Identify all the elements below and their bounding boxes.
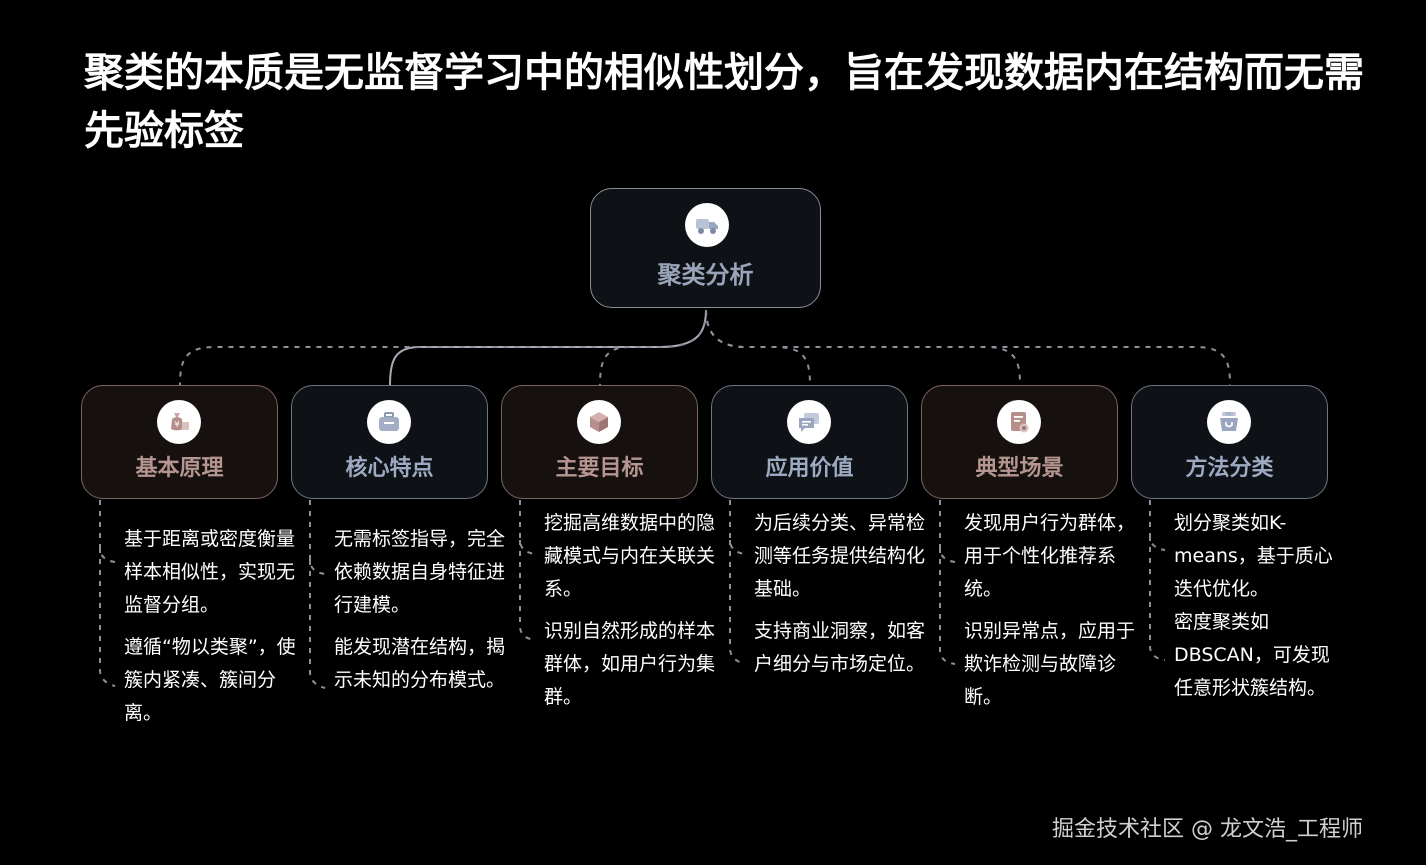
node-core-features: 核心特点	[291, 385, 488, 499]
connector-desc5	[939, 500, 956, 665]
svg-text:000: 000	[1225, 412, 1233, 417]
description-point: 密度聚类如DBSCAN，可发现任意形状簇结构。	[1174, 611, 1330, 699]
node-description: 挖掘高维数据中的隐藏模式与内在关联关系。 识别自然形成的样本群体，如用户行为集群…	[544, 507, 716, 714]
connector-root-node5	[705, 309, 1021, 386]
connector-desc2	[309, 500, 326, 689]
node-method-classification: 000 方法分类	[1131, 385, 1328, 499]
money-bag-icon: ¥	[157, 400, 201, 444]
node-typical-scenarios: 典型场景	[921, 385, 1118, 499]
description-point: 支持商业洞察，如客户细分与市场定位。	[754, 620, 926, 675]
node-label: 基本原理	[135, 456, 224, 481]
description-point: 遵循“物以类聚”，使簇内紧凑、簇间分离。	[124, 636, 296, 724]
svg-text:¥: ¥	[174, 420, 179, 429]
description-point: 发现用户行为群体，用于个性化推荐系统。	[964, 512, 1136, 600]
shop-icon: 000	[1207, 400, 1251, 444]
node-label: 典型场景	[975, 456, 1064, 481]
node-application-value: 应用价值	[711, 385, 908, 499]
connector-root-node1	[179, 309, 707, 386]
root-node: 聚类分析	[590, 188, 821, 308]
node-basic-principle: ¥ 基本原理	[81, 385, 278, 499]
connector-desc4	[729, 500, 746, 665]
document-icon	[997, 400, 1041, 444]
node-label: 方法分类	[1185, 456, 1274, 481]
node-label: 核心特点	[345, 456, 434, 481]
watermark-credit: 掘金技术社区 @ 龙文浩_工程师	[1052, 817, 1363, 842]
root-label: 聚类分析	[657, 261, 754, 289]
description-point: 为后续分类、异常检测等任务提供结构化基础。	[754, 512, 926, 600]
node-description: 发现用户行为群体，用于个性化推荐系统。 识别异常点，应用于欺诈检测与故障诊断。	[964, 507, 1136, 714]
briefcase-icon	[367, 400, 411, 444]
node-label: 应用价值	[765, 456, 854, 481]
page-title: 聚类的本质是无监督学习中的相似性划分，旨在发现数据内在结构而无需先验标签	[84, 50, 1364, 154]
connector-desc6	[1149, 500, 1166, 661]
chat-icon	[787, 400, 831, 444]
node-description: 为后续分类、异常检测等任务提供结构化基础。 支持商业洞察，如客户细分与市场定位。	[754, 507, 926, 681]
connector-desc1	[99, 500, 116, 687]
connector-root-node4	[705, 309, 811, 386]
description-point: 识别异常点，应用于欺诈检测与故障诊断。	[964, 620, 1136, 708]
node-description: 无需标签指导，完全依赖数据自身特征进行建模。 能发现潜在结构，揭示未知的分布模式…	[334, 523, 506, 697]
description-point: 基于距离或密度衡量样本相似性，实现无监督分组。	[124, 528, 296, 616]
description-point: 挖掘高维数据中的隐藏模式与内在关联关系。	[544, 512, 716, 600]
truck-icon	[685, 203, 729, 247]
node-description: 基于距离或密度衡量样本相似性，实现无监督分组。 遵循“物以类聚”，使簇内紧凑、簇…	[124, 523, 296, 730]
description-point: 能发现潜在结构，揭示未知的分布模式。	[334, 636, 506, 691]
node-label: 主要目标	[555, 456, 644, 481]
connector-desc3	[519, 500, 536, 641]
description-point: 无需标签指导，完全依赖数据自身特征进行建模。	[334, 528, 506, 616]
description-point: 划分聚类如K-means，基于质心迭代优化。	[1174, 512, 1333, 600]
node-description: 划分聚类如K-means，基于质心迭代优化。 密度聚类如DBSCAN，可发现任意…	[1174, 507, 1346, 705]
description-point: 识别自然形成的样本群体，如用户行为集群。	[544, 620, 716, 708]
node-main-goal: 主要目标	[501, 385, 698, 499]
connector-root-node6	[705, 309, 1231, 386]
cube-icon	[577, 400, 621, 444]
connector-root-node3	[599, 309, 707, 386]
